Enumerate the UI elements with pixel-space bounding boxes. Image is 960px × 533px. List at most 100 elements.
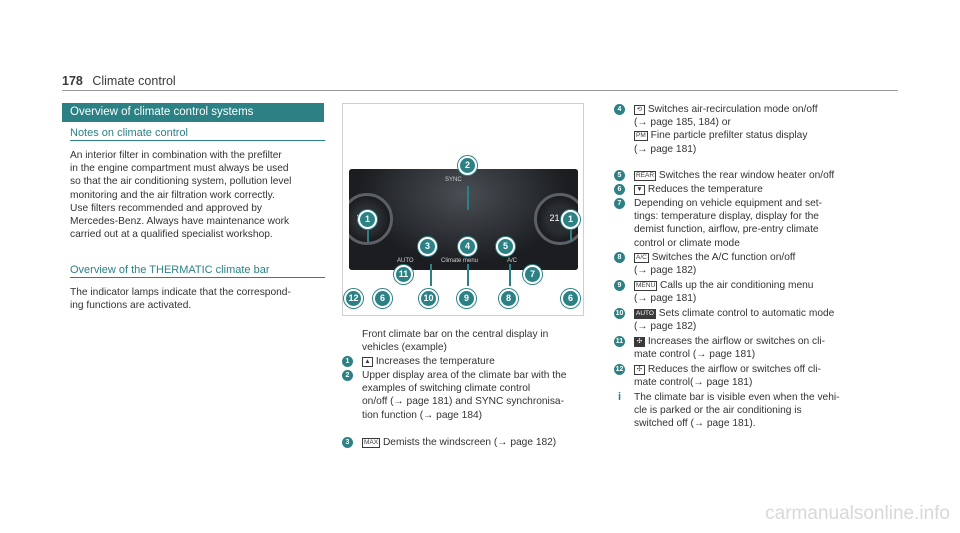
item-number: 6	[614, 184, 625, 195]
thermatic-paragraph: The indicator lamps indicate that the co…	[70, 286, 325, 312]
ac-icon: A/C	[634, 253, 649, 263]
callout-leader	[430, 264, 432, 286]
notes-line: monitoring and the air filtration work c…	[70, 189, 275, 201]
callout-1-right: 1	[561, 210, 580, 229]
climate-menu-label: Climate menu	[441, 258, 479, 264]
item-text: demist function, airflow, pre-entry clim…	[634, 224, 819, 236]
item-text: Sets climate control to automatic mode	[658, 308, 835, 319]
ac-label: A/C	[507, 258, 518, 264]
temp-down-icon: ▼	[634, 185, 645, 195]
item-text: Upper display area of the climate bar wi…	[362, 370, 567, 381]
item-number: 5	[614, 170, 625, 181]
callout-11: 11	[394, 265, 413, 284]
page-header: 178 Climate control	[62, 74, 176, 88]
item-text: Depending on vehicle equipment and set-	[634, 198, 823, 209]
item-number: 10	[614, 308, 625, 319]
callout-2: 2	[458, 156, 477, 175]
caption-line: Front climate bar on the central display…	[362, 329, 549, 340]
menu-icon: MENU	[634, 281, 658, 291]
item-number: 3	[342, 437, 353, 448]
item-text: control or climate mode	[634, 237, 740, 249]
info-icon: i	[617, 391, 622, 403]
item-text: (→ page 181)	[634, 143, 697, 155]
header-divider	[62, 90, 898, 91]
notes-line: carried out at a qualified specialist wo…	[70, 229, 273, 241]
notes-heading-rule	[70, 140, 325, 141]
callout-5: 5	[496, 237, 515, 256]
legend-item-2: Upper display area of the climate bar wi…	[362, 369, 592, 422]
item-number: 12	[614, 364, 625, 375]
notes-line: so that the air conditioning system, pol…	[70, 176, 292, 188]
item-text: (→ page 182)	[634, 321, 697, 333]
callout-leader	[467, 186, 469, 210]
legend-item-4: ⟲ Switches air-recirculation mode on/off…	[634, 103, 874, 156]
auto-icon: AUTO	[634, 309, 656, 319]
thermatic-heading: Overview of the THERMATIC climate bar	[70, 264, 270, 276]
note-line: switched off (→ page 181).	[634, 418, 756, 430]
right-temp-value: 21.5°	[549, 213, 571, 223]
item-text: (→ page 182)	[634, 265, 697, 277]
climate-bar-figure: 21.5° 21.5° SYNC AUTO Climate menu A/C 2…	[342, 103, 584, 316]
note-line: cle is parked or the air conditioning is	[634, 405, 802, 417]
chapter-title: Climate control	[92, 74, 176, 88]
legend-item-5: REAR Switches the rear window heater on/…	[634, 169, 874, 182]
fan-decrease-icon: ✣	[634, 365, 645, 375]
caption-line: vehicles (example)	[362, 342, 447, 354]
item-number: 4	[614, 104, 625, 115]
legend-item-6: ▼ Reduces the temperature	[634, 183, 874, 196]
callout-10: 10	[419, 289, 438, 308]
section-title: Overview of climate control systems	[62, 103, 324, 122]
item-text: tion function (→ page 184)	[362, 409, 483, 421]
item-text: Reduces the temperature	[647, 184, 763, 195]
callout-6-left: 6	[373, 289, 392, 308]
thermatic-line: The indicator lamps indicate that the co…	[70, 287, 291, 298]
item-number: 2	[342, 370, 353, 381]
notes-heading: Notes on climate control	[70, 127, 188, 139]
windscreen-demist-icon: MAX	[362, 438, 381, 448]
item-number: 8	[614, 252, 625, 263]
item-text: (→ page 181)	[634, 293, 697, 305]
item-number: 9	[614, 280, 625, 291]
item-text: Switches air-recirculation mode on/off	[647, 104, 818, 115]
callout-7: 7	[523, 265, 542, 284]
item-text: (→ page 185, 184) or	[634, 117, 731, 129]
thermatic-heading-rule	[70, 277, 325, 278]
fan-increase-icon: ✣	[634, 337, 645, 347]
callout-3: 3	[418, 237, 437, 256]
item-text: Reduces the airflow or switches off cli-	[647, 364, 821, 375]
central-display: 21.5° 21.5° SYNC AUTO Climate menu A/C	[349, 169, 578, 270]
page-number: 178	[62, 74, 83, 88]
legend-item-9: MENU Calls up the air conditioning menu …	[634, 279, 874, 305]
callout-leader	[509, 264, 511, 286]
item-text: Switches the rear window heater on/off	[658, 170, 835, 181]
sync-label: SYNC	[445, 177, 462, 183]
item-text: tings: temperature display, display for …	[634, 211, 819, 223]
item-number: 1	[342, 356, 353, 367]
figure-caption: Front climate bar on the central display…	[362, 328, 592, 354]
legend-item-8: A/C Switches the A/C function on/off (→ …	[634, 251, 874, 277]
fine-particle-icon: PM	[634, 131, 648, 142]
notes-line: Mercedes-Benz. Always have maintenance w…	[70, 216, 290, 228]
info-note: The climate bar is visible even when the…	[634, 391, 874, 431]
item-text: mate control (→ page 181)	[634, 349, 756, 361]
notes-paragraph: An interior filter in combination with t…	[70, 149, 325, 241]
thermatic-line: ing functions are activated.	[70, 300, 192, 312]
item-text: Fine particle prefilter status display	[650, 130, 808, 142]
watermark: carmanualsonline.info	[765, 503, 950, 524]
item-text: on/off (→ page 181) and SYNC synchronisa…	[362, 396, 564, 408]
callout-6-right: 6	[561, 289, 580, 308]
notes-line: Use filters recommended and approved by	[70, 202, 262, 214]
item-text: examples of switching climate control	[362, 383, 531, 395]
callout-8: 8	[499, 289, 518, 308]
rear-window-heater-icon: REAR	[634, 171, 657, 181]
item-text: mate control(→ page 181)	[634, 377, 753, 389]
callout-leader	[367, 228, 369, 242]
item-text: Increases the airflow or switches on cli…	[647, 336, 826, 347]
legend-item-1: ▲ Increases the temperature	[362, 355, 592, 368]
legend-item-3: MAX Demists the windscreen (→ page 182)	[362, 436, 592, 449]
item-number: 7	[614, 198, 625, 209]
auto-label: AUTO	[397, 258, 414, 264]
recirculation-icon: ⟲	[634, 105, 645, 115]
item-text: Demists the windscreen (→ page 182)	[382, 437, 557, 448]
callout-4: 4	[458, 237, 477, 256]
